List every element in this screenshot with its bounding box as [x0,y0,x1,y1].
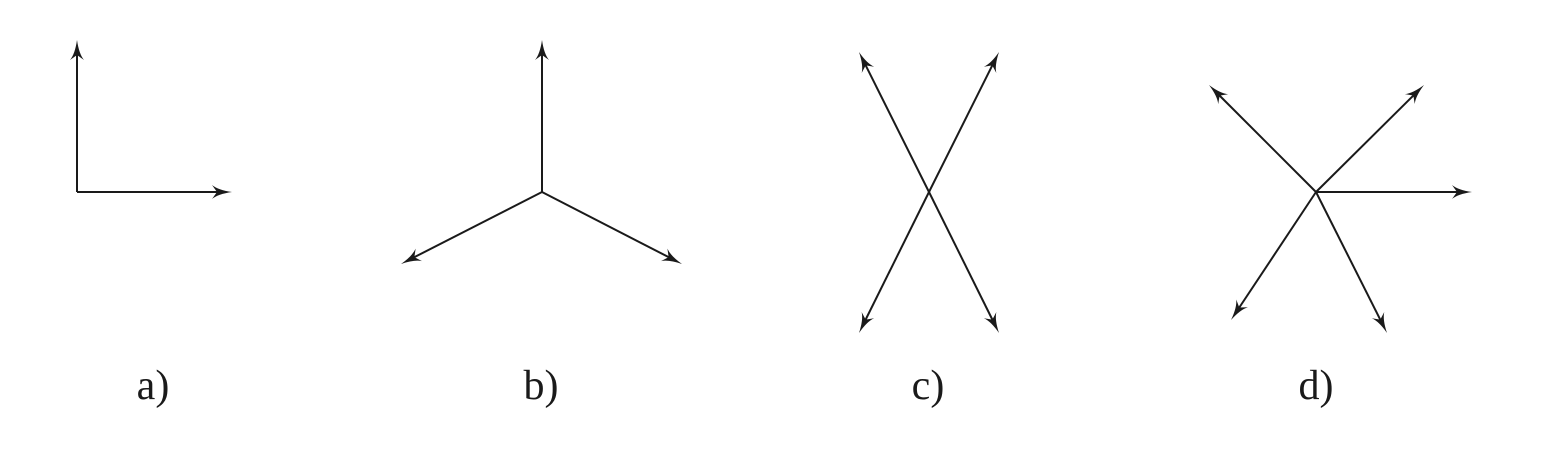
panel-d-arrowhead-1 [1209,85,1229,105]
panel-b-arrowhead-2 [401,248,422,264]
panel-a-arrowhead-2 [212,185,232,199]
panel-a-diagram [70,40,232,199]
panel-c-arrowhead-1 [859,52,875,74]
panel-d-diagram [1209,85,1472,333]
panel-c-arrowhead-2 [983,52,999,74]
panel-d-ray-5 [1315,191,1383,323]
panel-d-ray-2 [1315,92,1417,193]
panel-b-diagram [401,40,682,264]
panel-d-ray-1 [1216,92,1317,193]
panel-d-arrowhead-2 [1404,85,1424,105]
panel-b-label: b) [523,363,559,409]
panel-c-ray-3 [863,191,930,323]
panel-b-arrowhead-3 [661,248,682,264]
panel-b-ray-3 [541,191,672,260]
panel-d-ray-4 [1236,191,1317,311]
panel-d-arrowhead-5 [1371,311,1387,333]
panel-c-ray-2 [928,62,995,193]
panel-c-ray-1 [863,62,930,193]
panel-a-label: a) [136,363,170,409]
panel-b-arrowhead-1 [535,40,549,60]
panel-c-diagram [859,52,999,333]
panel-a-arrowhead-1 [70,40,84,60]
panel-d-arrowhead-3 [1452,185,1472,199]
panel-c-label: c) [911,363,945,409]
panel-c-arrowhead-4 [983,311,999,333]
panel-d-arrowhead-4 [1231,299,1248,320]
panel-c-ray-4 [928,191,995,323]
panel-d-label: d) [1298,363,1334,409]
panel-c-arrowhead-3 [859,311,875,333]
panel-b-ray-2 [411,191,543,260]
